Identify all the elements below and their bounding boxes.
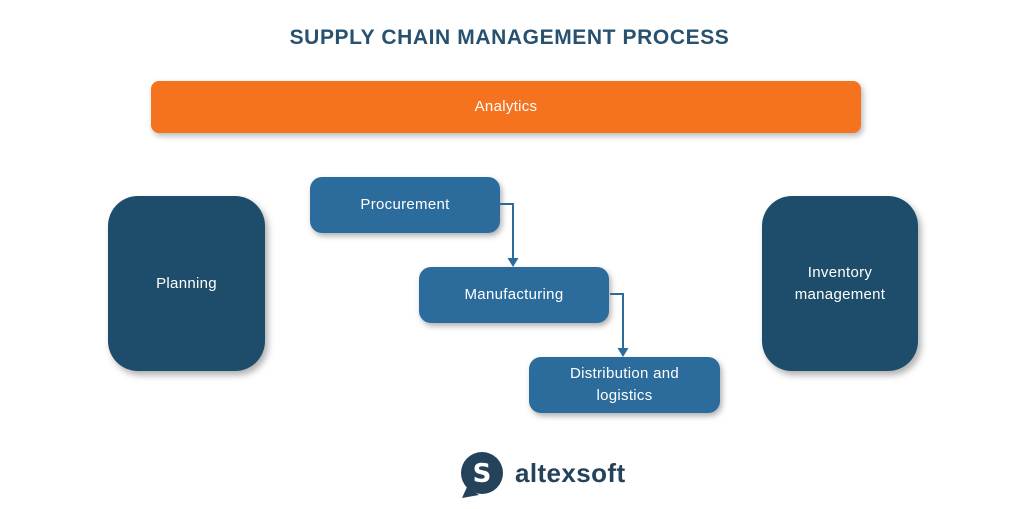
node-inventory-management-label: Inventory management [794, 263, 886, 303]
altexsoft-logo: S altexsoft [458, 450, 626, 500]
node-distribution-logistics-label: Distribution and logistics [569, 365, 680, 404]
node-manufacturing-label: Manufacturing [464, 286, 564, 303]
node-analytics-label: Analytics [474, 98, 538, 115]
arrow-procurement-to-manufacturing [500, 203, 519, 267]
page-title: SUPPLY CHAIN MANAGEMENT PROCESS [289, 26, 730, 49]
altexsoft-logo-icon: S [461, 452, 503, 498]
node-distribution-logistics: Distribution and logistics [529, 357, 720, 413]
node-manufacturing: Manufacturing [419, 267, 609, 323]
node-procurement-label: Procurement [360, 196, 450, 213]
node-procurement: Procurement [310, 177, 500, 233]
node-analytics: Analytics [151, 81, 861, 133]
node-planning-label: Planning [156, 274, 217, 292]
node-planning: Planning [108, 196, 265, 371]
node-inventory-management: Inventory management [762, 196, 918, 371]
logo-mark-letter: S [473, 459, 492, 489]
arrow-manufacturing-to-distribution [610, 293, 629, 357]
altexsoft-logo-text: altexsoft [515, 457, 626, 488]
